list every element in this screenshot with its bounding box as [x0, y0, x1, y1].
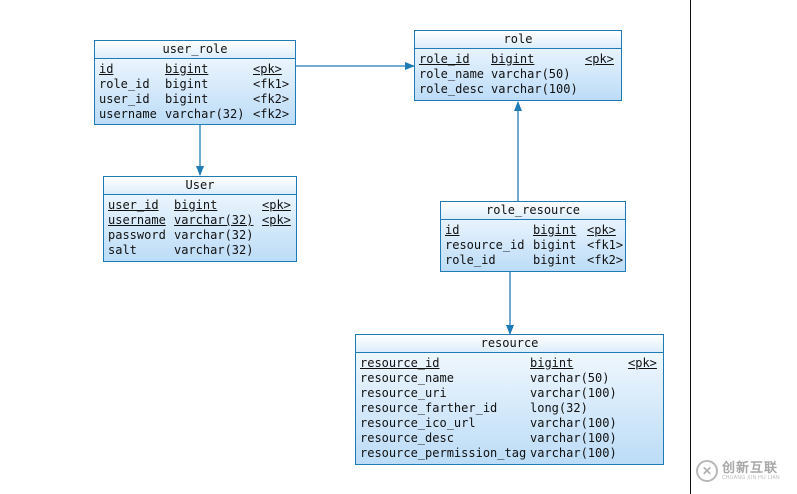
column-type: bigint — [165, 92, 209, 106]
column-name: resource_desc — [360, 431, 454, 445]
watermark-text: 创新互联 CHUANG XIN HU LIAN — [722, 461, 780, 481]
column-type: bigint — [533, 253, 577, 267]
column-name: resource_farther_id — [360, 401, 498, 415]
column-type: bigint — [165, 62, 209, 76]
column-name: role_id — [419, 52, 470, 66]
entity-title: resource — [356, 335, 663, 353]
column-name: resource_permission_tag — [360, 446, 527, 460]
column-key: <fk2> — [253, 92, 290, 106]
column-key: <pk> — [262, 198, 291, 212]
entity-row: resource_desc varchar(100) — [360, 431, 663, 446]
column-name: resource_name — [360, 371, 454, 385]
watermark-logo-icon: ✕ — [696, 460, 718, 482]
watermark: ✕ 创新互联 CHUANG XIN HU LIAN — [696, 452, 796, 490]
entity-row: role_id bigint <fk1> — [99, 77, 295, 92]
entity-row: salt varchar(32) — [108, 243, 296, 258]
column-type: bigint — [533, 238, 577, 252]
entity-row: password varchar(32) — [108, 228, 296, 243]
column-key: <pk> — [253, 62, 282, 76]
column-type: varchar(50) — [491, 67, 571, 81]
entity-title: user_role — [95, 41, 295, 59]
column-type: varchar(32) — [174, 228, 254, 242]
column-type: varchar(32) — [165, 107, 245, 121]
column-type: bigint — [165, 77, 209, 91]
column-name: salt — [108, 243, 137, 257]
watermark-sub: CHUANG XIN HU LIAN — [722, 475, 780, 481]
entity-rows: user_id bigint <pk> username varchar(32) <pk>… — [104, 195, 296, 258]
column-name: username — [108, 213, 166, 227]
entity-row: user_id bigint <pk> — [108, 198, 296, 213]
column-name: id — [99, 62, 114, 76]
column-key: <pk> — [262, 213, 291, 227]
entity-row: role_id bigint <pk> — [419, 52, 621, 67]
entity-row: resource_id bigint <pk> — [360, 356, 663, 371]
entity-row: role_id bigint <fk2> — [445, 253, 625, 268]
column-type: varchar(100) — [530, 416, 617, 430]
column-name: id — [445, 223, 460, 237]
column-key: <pk> — [585, 52, 614, 66]
column-type: bigint — [530, 356, 574, 370]
column-name: username — [99, 107, 157, 121]
column-type: varchar(50) — [530, 371, 610, 385]
column-name: user_id — [108, 198, 159, 212]
entity-row: resource_uri varchar(100) — [360, 386, 663, 401]
column-type: varchar(32) — [174, 213, 254, 227]
column-name: resource_ico_url — [360, 416, 476, 430]
column-type: varchar(100) — [530, 446, 617, 460]
entity-row: resource_ico_url varchar(100) — [360, 416, 663, 431]
entity-title: User — [104, 177, 296, 195]
column-type: bigint — [491, 52, 535, 66]
entity-row: username varchar(32) <fk2> — [99, 107, 295, 122]
entity-user[interactable]: User user_id bigint <pk> username varchar(32… — [103, 176, 297, 262]
column-type: varchar(32) — [174, 243, 254, 257]
entity-row: id bigint <pk> — [99, 62, 295, 77]
column-name: role_name — [419, 67, 485, 81]
entity-title: role — [415, 31, 621, 49]
column-name: role_id — [445, 253, 496, 267]
entity-row: username varchar(32) <pk> — [108, 213, 296, 228]
column-name: role_id — [99, 77, 150, 91]
column-name: user_id — [99, 92, 150, 106]
column-key: <pk> — [628, 356, 657, 370]
column-key: <fk1> — [253, 77, 290, 91]
entity-row: resource_id bigint <fk1> — [445, 238, 625, 253]
entity-role[interactable]: role role_id bigint <pk> role_name varchar(5… — [414, 30, 622, 101]
column-type: varchar(100) — [491, 82, 578, 96]
column-name: resource_id — [360, 356, 440, 370]
column-name: password — [108, 228, 166, 242]
column-type: varchar(100) — [530, 431, 617, 445]
page-divider-line — [690, 0, 691, 494]
entity-row: resource_farther_id long(32) — [360, 401, 663, 416]
entity-row: user_id bigint <fk2> — [99, 92, 295, 107]
entity-row: id bigint <pk> — [445, 223, 625, 238]
column-type: bigint — [174, 198, 218, 212]
column-key: <fk2> — [253, 107, 290, 121]
column-name: resource_id — [445, 238, 525, 252]
column-name: resource_uri — [360, 386, 447, 400]
column-key: <pk> — [587, 223, 616, 237]
column-key: <fk1> — [587, 238, 624, 252]
column-type: long(32) — [530, 401, 588, 415]
column-key: <fk2> — [587, 253, 624, 267]
column-type: bigint — [533, 223, 577, 237]
entity-row: role_desc varchar(100) — [419, 82, 621, 97]
entity-title: role_resource — [441, 202, 625, 220]
entity-row: role_name varchar(50) — [419, 67, 621, 82]
entity-row: resource_name varchar(50) — [360, 371, 663, 386]
watermark-main: 创新互联 — [722, 460, 779, 475]
column-name: role_desc — [419, 82, 485, 96]
column-type: varchar(100) — [530, 386, 617, 400]
